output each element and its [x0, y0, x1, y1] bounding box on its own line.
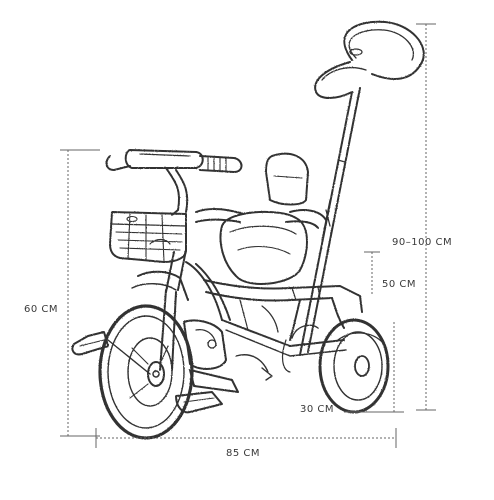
front-height-label: 60 CM — [24, 304, 59, 315]
rear-wheel — [281, 318, 390, 414]
front-basket — [109, 211, 187, 263]
push-handle — [314, 20, 425, 99]
length-label: 85 CM — [226, 448, 261, 459]
frame — [165, 249, 363, 357]
dim-line-seat-height — [364, 251, 380, 296]
push-rod — [299, 87, 361, 356]
wheel-height-label: 30 CM — [300, 404, 335, 415]
seat-height-label: 50 CM — [382, 279, 417, 290]
dim-line-wheel-height — [344, 322, 404, 413]
dim-line-length — [95, 428, 397, 448]
dim-line-total-height — [416, 23, 436, 411]
total-height-label: 90–100 CM — [392, 237, 453, 248]
handlebar — [105, 149, 243, 216]
front-wheel — [98, 304, 194, 440]
footrest — [183, 319, 273, 393]
front-fork — [131, 270, 189, 371]
pedals — [71, 331, 223, 414]
seat — [195, 152, 331, 285]
dim-line-front-height — [60, 149, 100, 437]
